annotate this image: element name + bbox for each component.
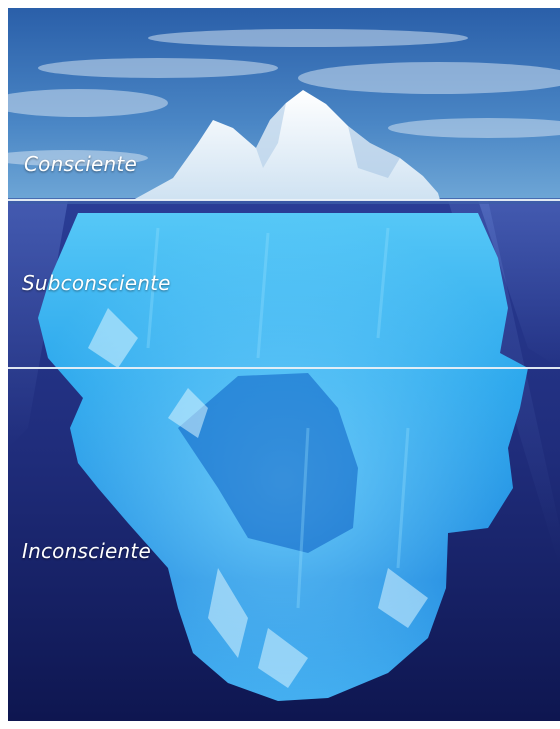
divider-conscious-subconscious [8, 199, 560, 201]
label-subconscious: Subconsciente [22, 271, 171, 295]
label-unconscious: Inconsciente [22, 539, 151, 563]
iceberg-diagram: Consciente Subconsciente Inconsciente [8, 8, 560, 721]
iceberg-illustration [8, 8, 560, 721]
divider-subconscious-unconscious [8, 367, 560, 369]
label-conscious: Consciente [24, 152, 137, 176]
